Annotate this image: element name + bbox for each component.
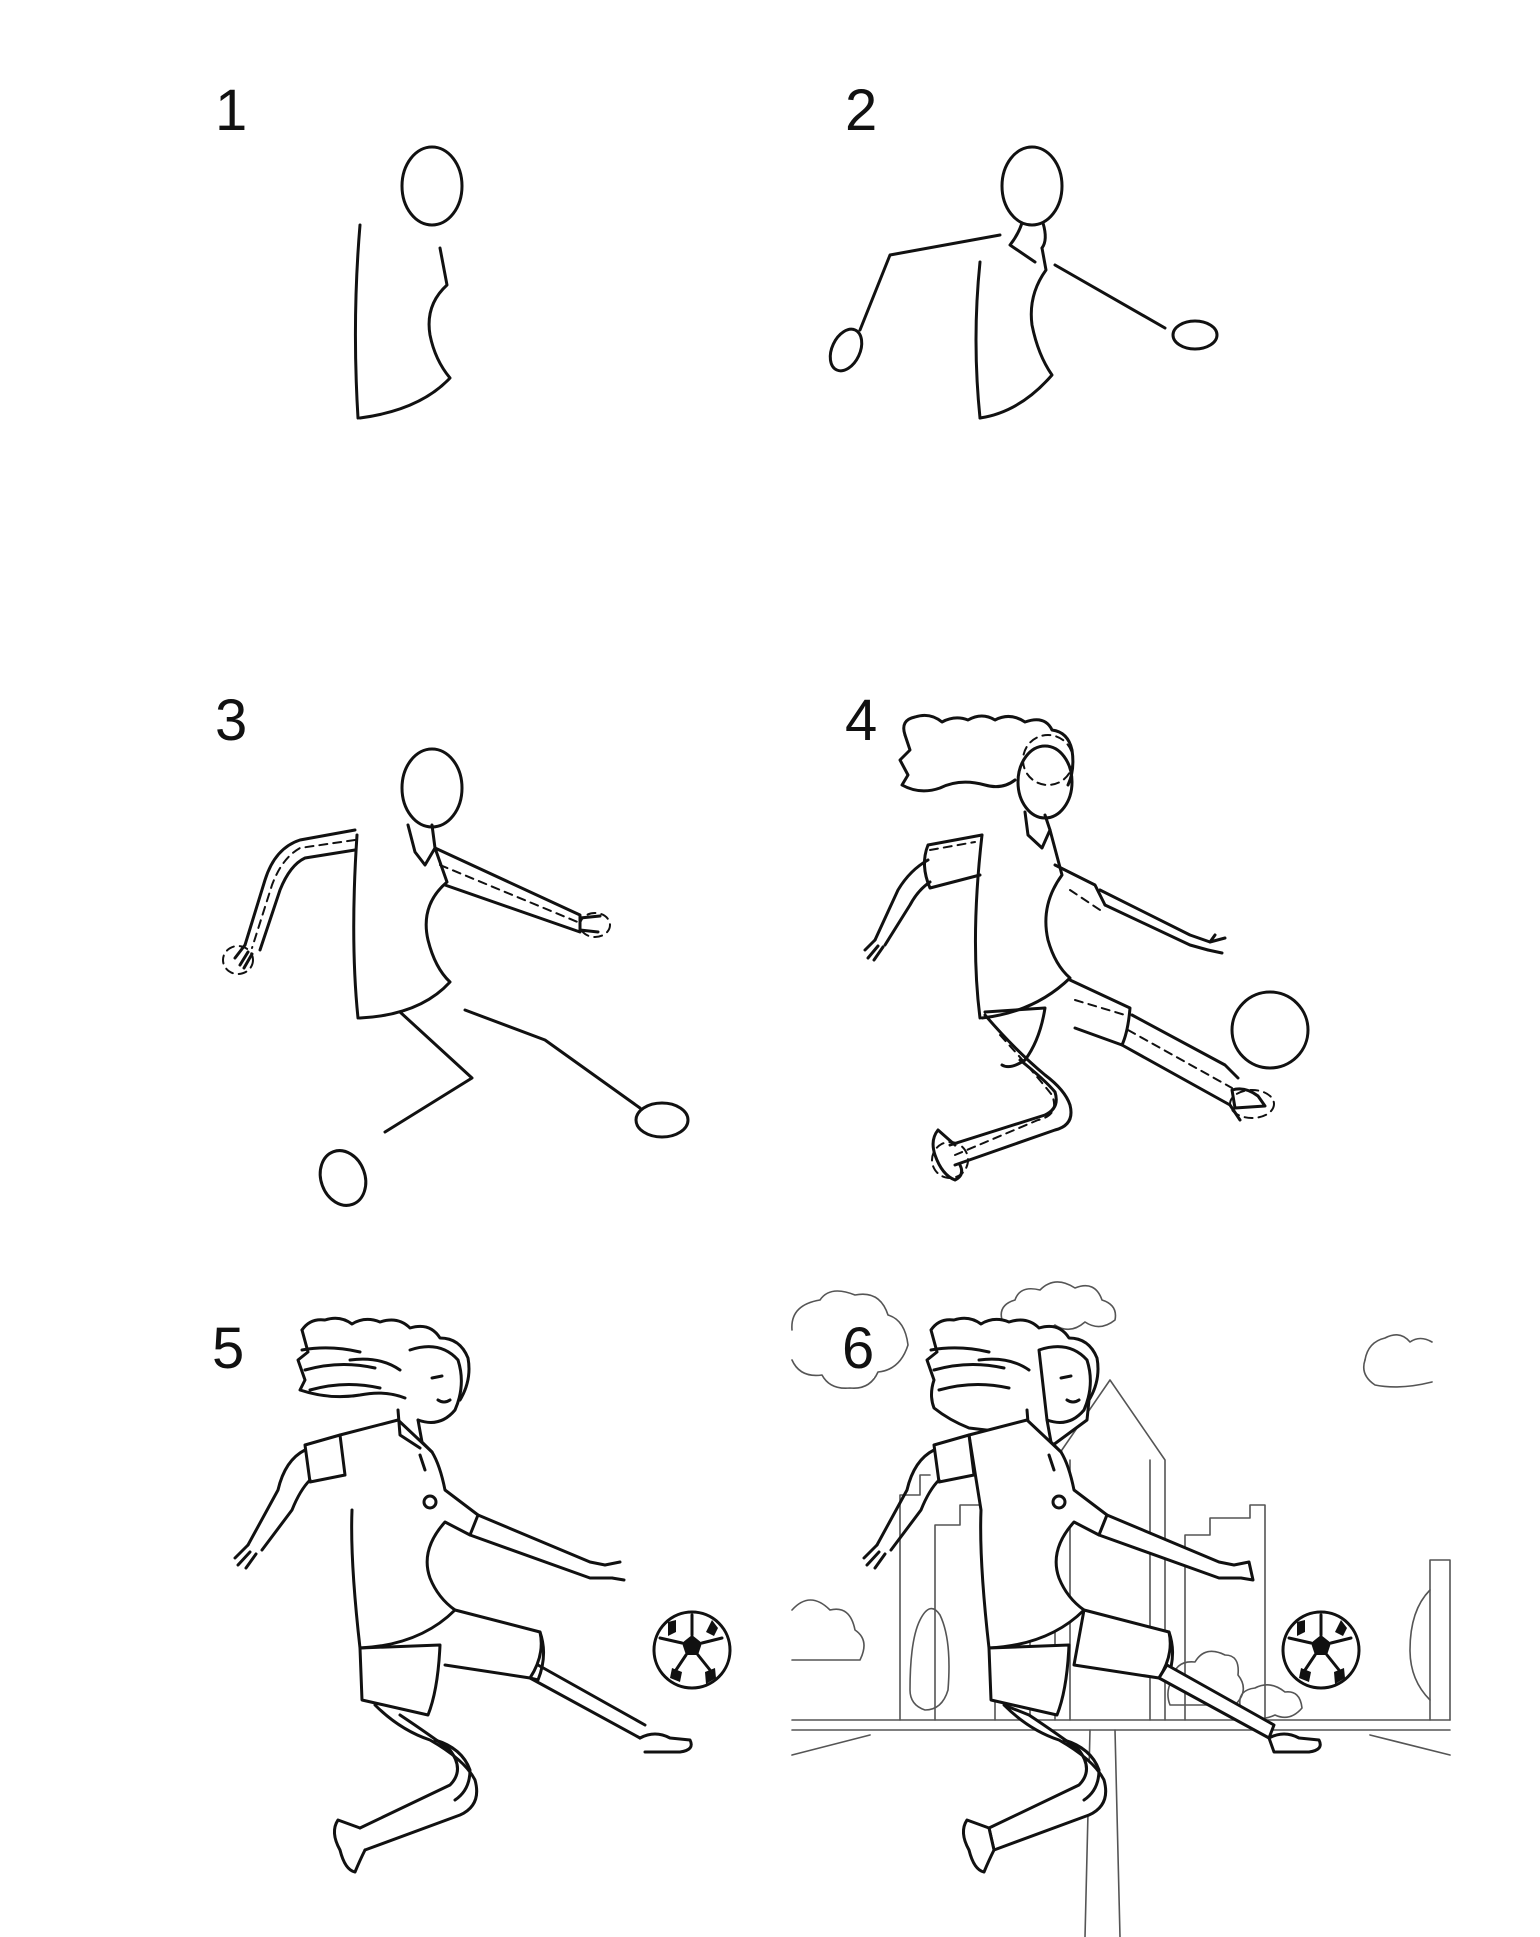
step-number-3: 3 xyxy=(215,688,248,753)
step-number-4: 4 xyxy=(845,688,878,753)
step-5-drawing xyxy=(233,1316,732,1874)
step-panel-6: 6 xyxy=(770,1260,1540,1937)
step-panel-3: 3 xyxy=(0,620,770,1260)
step-3-drawing xyxy=(222,747,690,1207)
step-panel-4: 4 xyxy=(770,620,1540,1260)
step-6-drawing xyxy=(862,1316,1361,1874)
step-number-2: 2 xyxy=(845,78,878,143)
step-number-1: 1 xyxy=(215,78,248,143)
step-panel-1: 1 xyxy=(0,0,770,620)
step-number-5: 5 xyxy=(212,1316,245,1381)
step-4-drawing xyxy=(863,713,1310,1182)
step-2-drawing xyxy=(828,145,1219,420)
step-number-6: 6 xyxy=(842,1316,875,1381)
step-1-drawing xyxy=(353,145,464,420)
step-panel-2: 2 xyxy=(770,0,1540,620)
step-panel-5: 5 xyxy=(0,1260,770,1937)
